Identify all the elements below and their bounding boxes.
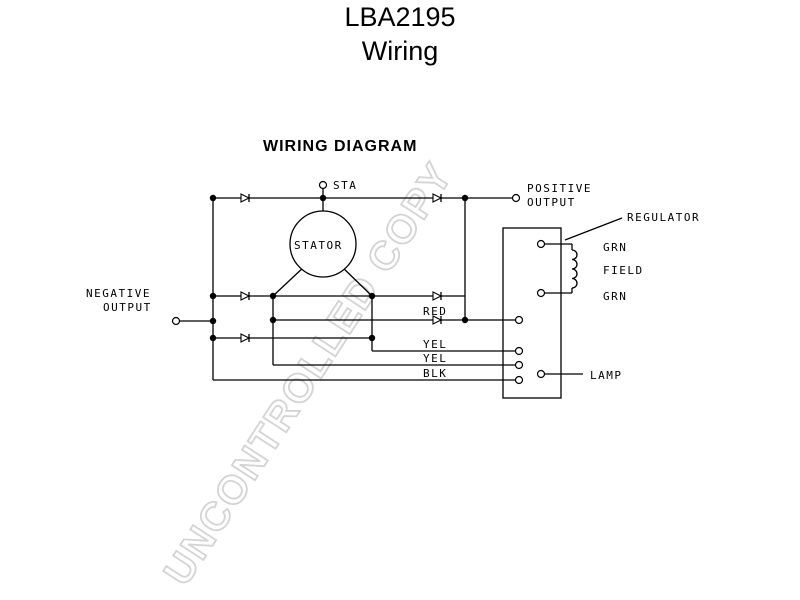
regulator-leader [564, 217, 623, 241]
terminal-yel-1 [514, 346, 524, 356]
label-yel-1: YEL [423, 338, 447, 351]
label-sta: STA [333, 179, 357, 192]
label-negative-output-1: NEGATIVE [86, 287, 151, 300]
terminal-positive-output [511, 193, 521, 203]
diode [432, 193, 443, 203]
junction-dot [209, 194, 217, 202]
page-subtitle: Wiring [361, 36, 439, 66]
junction-dot [269, 316, 277, 324]
terminal-yel-2 [514, 360, 524, 370]
wire-stator-left-leg [272, 264, 307, 297]
diode [240, 193, 251, 203]
terminal-red [514, 315, 524, 325]
label-positive-output-1: POSITIVE [527, 182, 592, 195]
junctions [209, 194, 469, 342]
label-stator: STATOR [294, 239, 343, 252]
junction-dot [368, 334, 376, 342]
field-coil [571, 249, 578, 289]
terminal-grn-top [536, 239, 546, 249]
label-positive-output-2: OUTPUT [527, 196, 576, 209]
terminal-blk [514, 375, 524, 385]
junction-dot [209, 334, 217, 342]
label-red: RED [423, 305, 447, 318]
label-lamp: LAMP [590, 369, 623, 382]
wire-stator-right-leg [339, 264, 373, 297]
page-title: LBA2195 [344, 2, 456, 32]
junction-dot [368, 292, 376, 300]
regulator-box [502, 227, 562, 399]
junction-dot [319, 194, 327, 202]
label-yel-2: YEL [423, 352, 447, 365]
junction-dot [209, 317, 217, 325]
diagram-heading: WIRING DIAGRAM [263, 138, 417, 155]
terminal-negative-output [171, 316, 181, 326]
stator-circle [289, 210, 357, 278]
junction-dot [461, 316, 469, 324]
label-field: FIELD [603, 264, 644, 277]
junction-dot [461, 194, 469, 202]
terminal-sta [318, 180, 328, 190]
diode [240, 291, 251, 301]
terminal-lamp [536, 369, 546, 379]
label-grn-top: GRN [603, 241, 627, 254]
junction-dot [209, 292, 217, 300]
junction-dot [269, 292, 277, 300]
label-grn-bottom: GRN [603, 290, 627, 303]
terminals [171, 180, 546, 385]
diode [240, 333, 251, 343]
label-blk: BLK [423, 367, 447, 380]
label-regulator: REGULATOR [627, 211, 700, 224]
wires [180, 189, 623, 381]
terminal-grn-bottom [536, 288, 546, 298]
label-negative-output-2: OUTPUT [103, 301, 152, 314]
diode [432, 315, 443, 325]
diode [432, 291, 443, 301]
